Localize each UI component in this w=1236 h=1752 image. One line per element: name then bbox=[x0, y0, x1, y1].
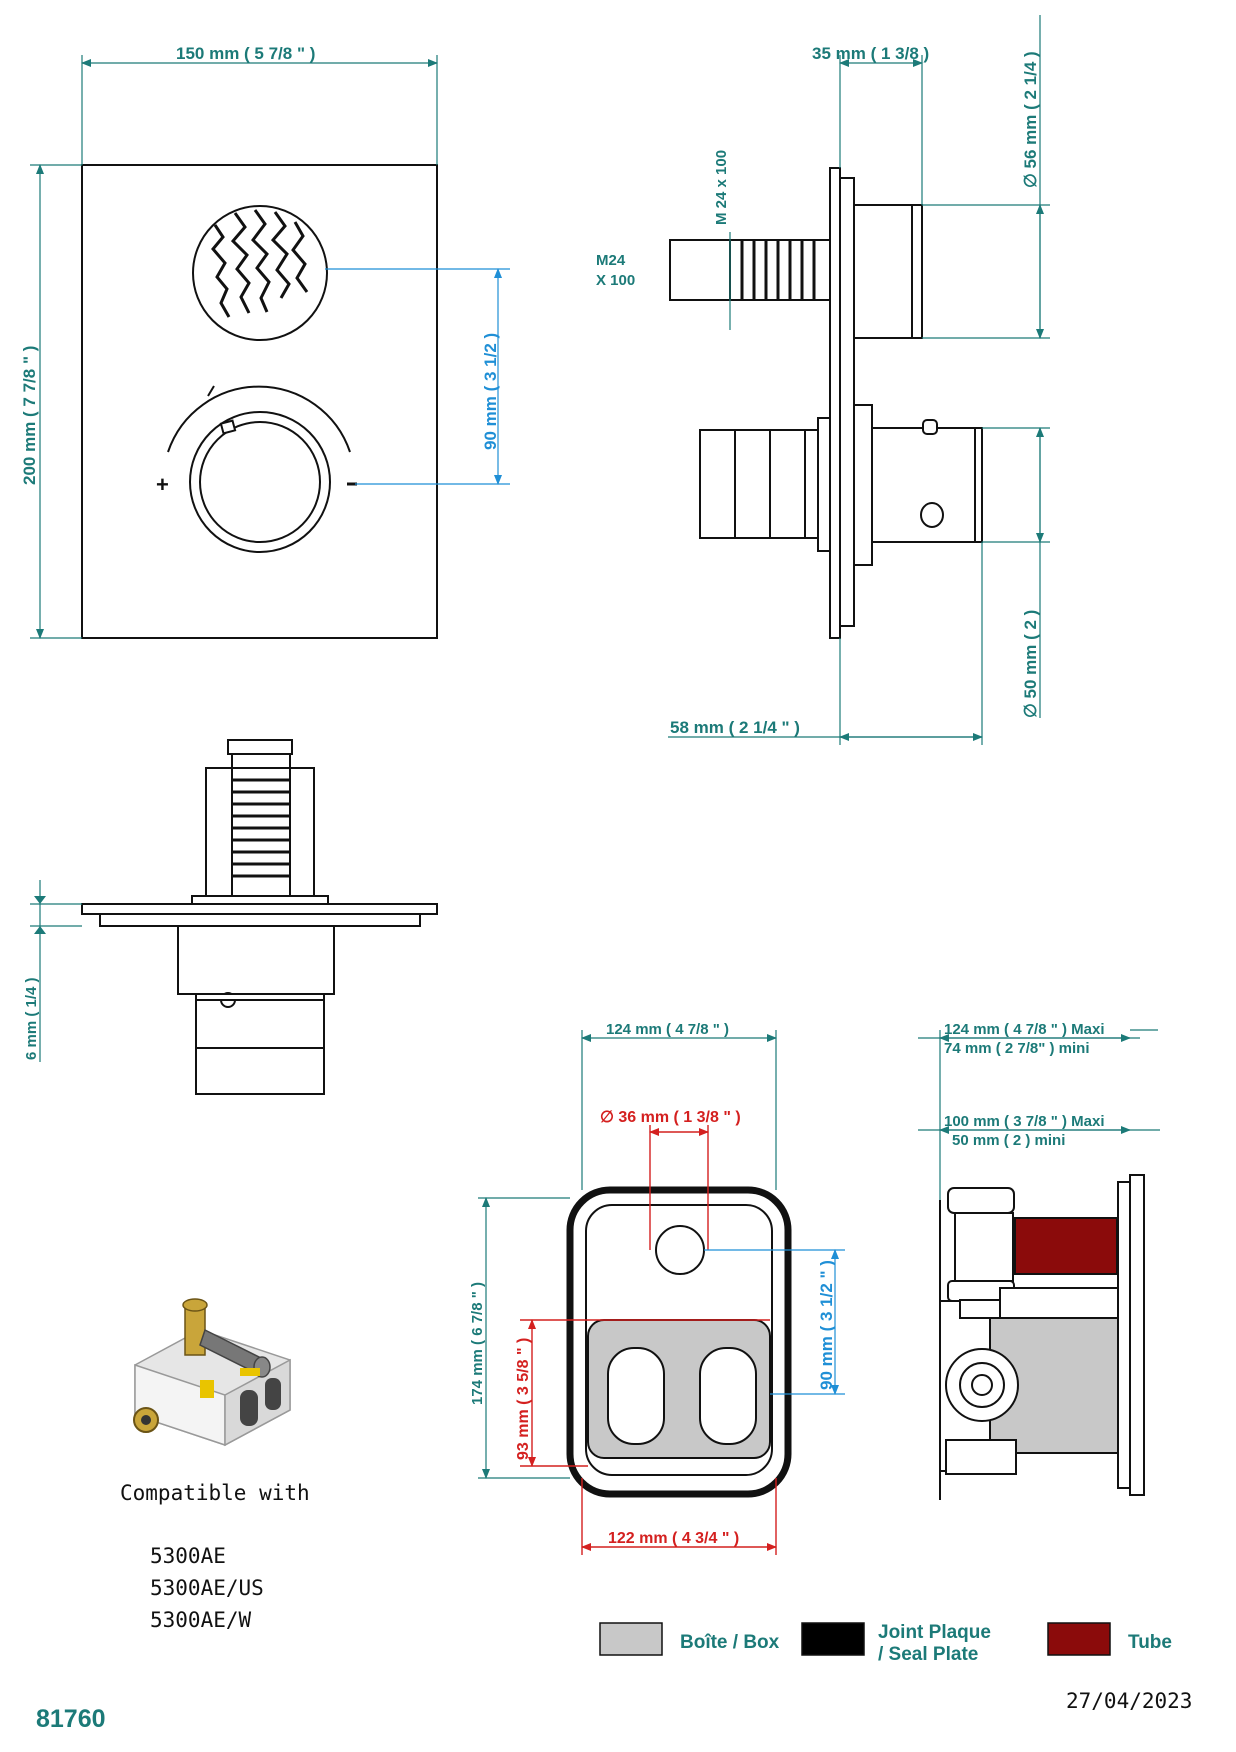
thread-label-line2: X 100 bbox=[596, 272, 635, 289]
legend-swatch-tube bbox=[1047, 1622, 1111, 1656]
legend-swatch-box bbox=[599, 1622, 663, 1656]
top-inlet bbox=[947, 1187, 1015, 1214]
top-plate bbox=[81, 903, 438, 915]
plus-sign: + bbox=[156, 472, 169, 497]
compatible-section: Compatible with 5300AE 5300AE/US 5300AE/… bbox=[120, 1481, 310, 1632]
side-plate bbox=[829, 167, 841, 639]
knob-indicator bbox=[219, 419, 237, 435]
drawing-date: 27/04/2023 bbox=[1066, 1689, 1192, 1713]
box-depth-min-label: 74 mm ( 2 7/8" ) mini bbox=[944, 1040, 1090, 1057]
body-port bbox=[920, 502, 944, 528]
reference-code: 81760 bbox=[36, 1705, 106, 1733]
box-front-view: 124 mm ( 4 7/8 " ) ∅ 36 mm ( 1 3/8 " ) 1… bbox=[469, 1021, 845, 1555]
lower-knob bbox=[699, 429, 819, 539]
width-dimension-label: 150 mm ( 5 7/8 " ) bbox=[176, 44, 315, 63]
knob-spacing-dimension-label: 90 mm ( 3 1/2 ) bbox=[481, 333, 500, 450]
bottom-diameter-dimension-label: ∅ 50 mm ( 2 ) bbox=[1021, 610, 1040, 718]
scale-tick bbox=[207, 385, 215, 397]
box-opening-right bbox=[699, 1347, 757, 1445]
box-depth-max-label: 124 mm ( 4 7/8 " ) Maxi bbox=[944, 1021, 1105, 1038]
plate-thickness-dimension-label: 6 mm ( 1/4 ) bbox=[23, 977, 40, 1060]
front-view: + 150 mm ( 5 7/8 " ) 200 mm ( 7 7/8 " ) … bbox=[20, 44, 510, 639]
legend: Boîte / Box Joint Plaque / Seal Plate Tu… bbox=[599, 1622, 1172, 1665]
compatible-heading: Compatible with bbox=[120, 1481, 310, 1505]
box-side-view: 124 mm ( 4 7/8 " ) Maxi 74 mm ( 2 7/8" )… bbox=[918, 1021, 1160, 1500]
compatible-model-3: 5300AE/W bbox=[150, 1608, 252, 1632]
top-view: 6 mm ( 1/4 ) bbox=[23, 739, 438, 1095]
compatible-model-2: 5300AE/US bbox=[150, 1576, 264, 1600]
thermostat-knob bbox=[199, 421, 321, 543]
box-height-dimension-label: 174 mm ( 6 7/8 " ) bbox=[469, 1282, 486, 1405]
bottom-width-dimension-label: 122 mm ( 4 3/4 " ) bbox=[608, 1530, 739, 1547]
height-dimension-label: 200 mm ( 7 7/8 " ) bbox=[20, 346, 39, 485]
legend-label-seal-plate-line2: / Seal Plate bbox=[878, 1644, 978, 1665]
top-diameter-dimension-label: ∅ 56 mm ( 2 1/4 ) bbox=[1021, 51, 1040, 188]
compatible-model-1: 5300AE bbox=[150, 1544, 226, 1568]
thread-label-line1: M24 bbox=[596, 252, 626, 269]
thread-ridges bbox=[729, 239, 831, 301]
compatible-box-image bbox=[133, 1298, 291, 1447]
hole-diameter-dimension-label: ∅ 36 mm ( 1 3/8 " ) bbox=[600, 1109, 741, 1126]
upper-body bbox=[853, 204, 923, 339]
temperature-scale-arc bbox=[167, 385, 351, 453]
tube bbox=[1014, 1217, 1118, 1275]
body-top bbox=[177, 925, 335, 995]
legend-swatch-seal-plate bbox=[801, 1622, 865, 1656]
side-plate-inner bbox=[839, 177, 855, 627]
side-view: M 24 x 100 M24 X 100 35 mm ( 1 3/8 ) ∅ 5… bbox=[596, 15, 1050, 745]
knob-wave-pattern bbox=[211, 209, 309, 318]
seal-plate-outline bbox=[566, 1186, 792, 1498]
thread-dimension-label: M 24 x 100 bbox=[713, 150, 730, 225]
spindle-cap bbox=[227, 739, 293, 755]
tube-length-max-label: 100 mm ( 3 7/8 " ) Maxi bbox=[944, 1113, 1105, 1130]
legend-label-box: Boîte / Box bbox=[680, 1632, 780, 1653]
tube-length-min-label: 50 mm ( 2 ) mini bbox=[952, 1132, 1065, 1149]
inner-height-dimension-label: 93 mm ( 3 5/8 " ) bbox=[515, 1338, 532, 1460]
lower-body-top bbox=[195, 993, 325, 1095]
box-side-plate bbox=[1129, 1174, 1145, 1496]
box-spacing-dimension-label: 90 mm ( 3 1/2 " ) bbox=[817, 1260, 836, 1390]
bottom-depth-dimension-label: 58 mm ( 2 1/4 " ) bbox=[670, 718, 800, 737]
top-depth-dimension-label: 35 mm ( 1 3/8 ) bbox=[812, 44, 929, 63]
legend-label-tube: Tube bbox=[1128, 1632, 1172, 1653]
box-width-dimension-label: 124 mm ( 4 7/8 " ) bbox=[606, 1021, 729, 1038]
legend-label-seal-plate-line1: Joint Plaque bbox=[878, 1622, 991, 1643]
spindle-hole bbox=[655, 1225, 705, 1275]
threaded-spindle-end bbox=[669, 239, 731, 301]
box-opening-left bbox=[607, 1347, 665, 1445]
